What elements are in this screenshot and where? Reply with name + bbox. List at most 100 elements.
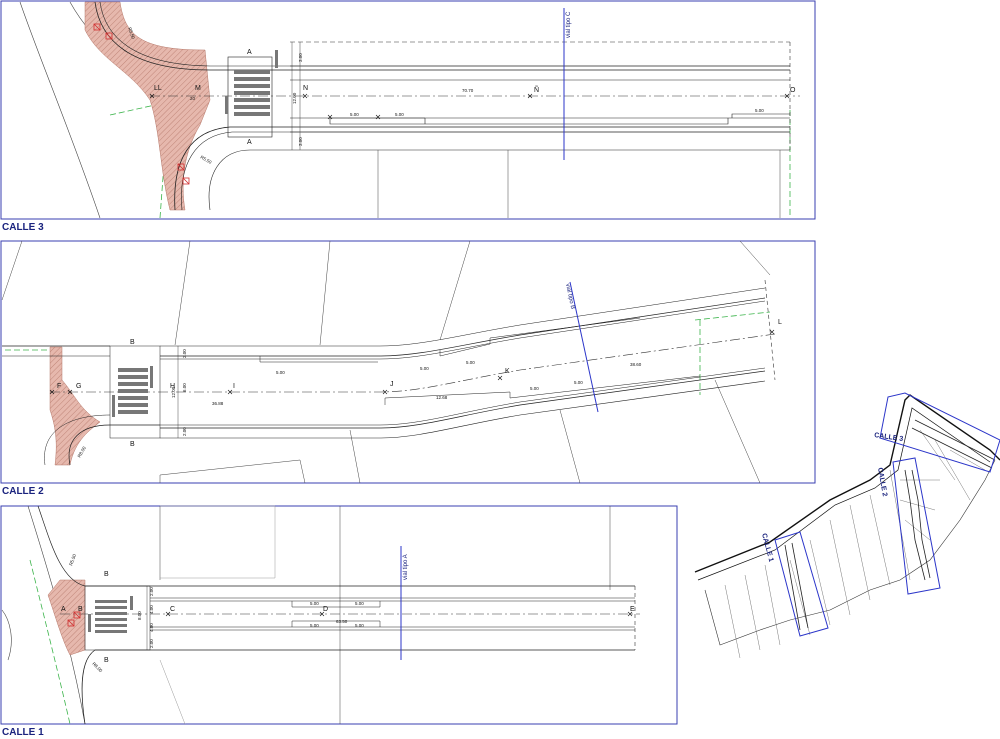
- calle1-curb: [37, 505, 150, 587]
- calle2-dim-axis: 6.00: [182, 383, 187, 392]
- calle1-panel: vial tipo A 2.00 4.00 8.00 4.00 2.00 5.0…: [0, 505, 678, 725]
- calle1-dim-length: 63.50: [336, 619, 348, 624]
- calle1-point-crosses: [165, 611, 633, 617]
- calle1-zebra-crossing: [88, 596, 133, 633]
- calle2-dim-radius: R8.00: [77, 445, 88, 458]
- calle2-section-line: [569, 281, 599, 413]
- calle2-point-h: H: [170, 383, 175, 390]
- calle1-dim-park1: 5.00: [310, 601, 319, 606]
- calle1-dim-half2: 4.00: [149, 623, 154, 632]
- calle2-hatch-area: [49, 346, 101, 466]
- calle3-point-markers: LL M N Ñ O: [154, 85, 796, 94]
- calle1-point-b: B: [78, 606, 83, 613]
- calle2-road-edge: [160, 300, 766, 360]
- calle1-point-c: C: [170, 606, 175, 613]
- keymap-label-calle3: CALLE 3: [874, 432, 904, 443]
- calle2-dim-len1: 36.88: [212, 401, 224, 406]
- calle3-crossing-label-bottom: A: [247, 139, 252, 146]
- calle2-dim-width2: 2.00: [182, 427, 187, 436]
- calle2-dim-park2: 5.00: [420, 366, 429, 371]
- calle2-point-l: L: [778, 319, 782, 326]
- calle2-road-edge: [160, 367, 766, 426]
- calle2-parcel-line: [714, 379, 761, 484]
- calle2-crossing-label-bottom: B: [130, 441, 135, 448]
- calle2-dim-park1: 5.00: [276, 370, 285, 375]
- keymap-label-calle2: CALLE 2: [876, 467, 888, 497]
- calle3-parking-notch: [329, 113, 790, 125]
- calle1-traffic-signs: [67, 611, 81, 627]
- keymap-calle2-street: [904, 469, 931, 581]
- calle1-section-label: vial tipo A: [403, 554, 409, 580]
- calle3-dim-radius-bottom: R5.50: [200, 155, 213, 166]
- calle2-parcel-line: [1, 240, 23, 301]
- calle2-dim-total: 12.00: [171, 386, 176, 398]
- calle3-point-enye: Ñ: [534, 85, 539, 94]
- calle3-dim-length: 70.70: [462, 88, 474, 93]
- calle1-dim-half1: 4.00: [149, 605, 154, 614]
- calle2-parcel-line: [559, 409, 581, 484]
- calle1-crossing-frame: [84, 585, 151, 651]
- calle3-point-m: M: [195, 85, 201, 92]
- calle1-dim-park2: 5.00: [355, 601, 364, 606]
- calle2-road-edge: [160, 287, 766, 347]
- calle3-hatch-area: [84, 1, 211, 211]
- keymap-road-outline: [697, 407, 991, 581]
- calle3-dim-park1: 5.00: [350, 112, 359, 117]
- calle1-point-a: A: [61, 606, 66, 613]
- calle2-point-j: J: [390, 381, 394, 388]
- calle1-dim-park4: 5.00: [355, 623, 364, 628]
- calle2-section-label: vial tipo B: [564, 283, 575, 310]
- calle2-road-edge: [160, 297, 766, 357]
- calle2-dim-park5: 5.00: [574, 380, 583, 385]
- calle1-green-boundary: [29, 559, 71, 725]
- calle2-parcel-line: [174, 240, 191, 346]
- calle2-green-boundary: [5, 311, 771, 395]
- calle1-hatch-area: [47, 579, 86, 656]
- calle1-point-e: E: [630, 606, 635, 613]
- keymap-road-outline: [694, 394, 1000, 573]
- calle1-curb: [81, 649, 150, 725]
- calle3-dim-park3: 5.00: [755, 108, 764, 113]
- calle2-road-edge: [160, 370, 766, 429]
- calle1-frame: [0, 505, 678, 725]
- calle2-panel: vial tipo B 2.00 6.00 12.00 2.00 36.88 1…: [0, 240, 816, 484]
- calle2-parcel-line: [319, 240, 331, 346]
- calle2-dim-width1: 2.00: [182, 349, 187, 358]
- keymap-label-calle1: CALLE 1: [760, 533, 774, 563]
- calle1-dim-width1: 2.00: [149, 587, 154, 596]
- calle2-curb: [68, 424, 160, 466]
- calle3-panel: vial tipo C 3.00 12.00 3.00 70.70 20 5.0…: [0, 0, 816, 220]
- calle1-parcel-line: [160, 505, 276, 579]
- keymap-calle1-street: [784, 542, 809, 631]
- calle3-frame: [0, 0, 816, 220]
- keymap-calle2-frame: [892, 457, 941, 595]
- calle2-point-g: G: [76, 383, 81, 390]
- calle2-parcel-line: [739, 240, 771, 276]
- calle2-point-k: K: [505, 368, 510, 375]
- calle1-boundary-line: [1, 609, 12, 661]
- calle3-boundary-line: [19, 1, 101, 219]
- calle1-parking-notch: [291, 601, 381, 627]
- calle3-zebra-crossing: [225, 50, 278, 116]
- calle3-curb: [181, 131, 290, 211]
- keymap-calle3-street: [911, 419, 996, 469]
- calle2-dim-park4: 5.00: [530, 386, 539, 391]
- key-map: CALLE 3 CALLE 2 CALLE 1: [694, 392, 1000, 659]
- calle1-dim-radius-top: R5.50: [68, 553, 77, 566]
- calle3-dim-width2: 3.00: [298, 137, 303, 146]
- calle3-crossing-label-top: A: [247, 49, 252, 56]
- calle3-point-crosses: [149, 93, 790, 120]
- calle3-curb: [94, 1, 290, 71]
- calle3-dim-total: 12.00: [292, 92, 297, 104]
- calle2-point-markers: F G H I J K L: [57, 319, 782, 390]
- calle1-dim-width2: 2.00: [149, 639, 154, 648]
- calle1-point-d: D: [323, 606, 328, 613]
- calle3-dim-short: 20: [190, 96, 196, 101]
- calle3-point-ll: LL: [154, 85, 162, 92]
- calle3-point-n: N: [303, 85, 308, 92]
- calle2-dim-len3: 38.60: [630, 362, 642, 367]
- calle3-dim-width1: 3.00: [298, 53, 303, 62]
- calle3-curb: [99, 1, 290, 67]
- calle2-axis: [50, 333, 776, 393]
